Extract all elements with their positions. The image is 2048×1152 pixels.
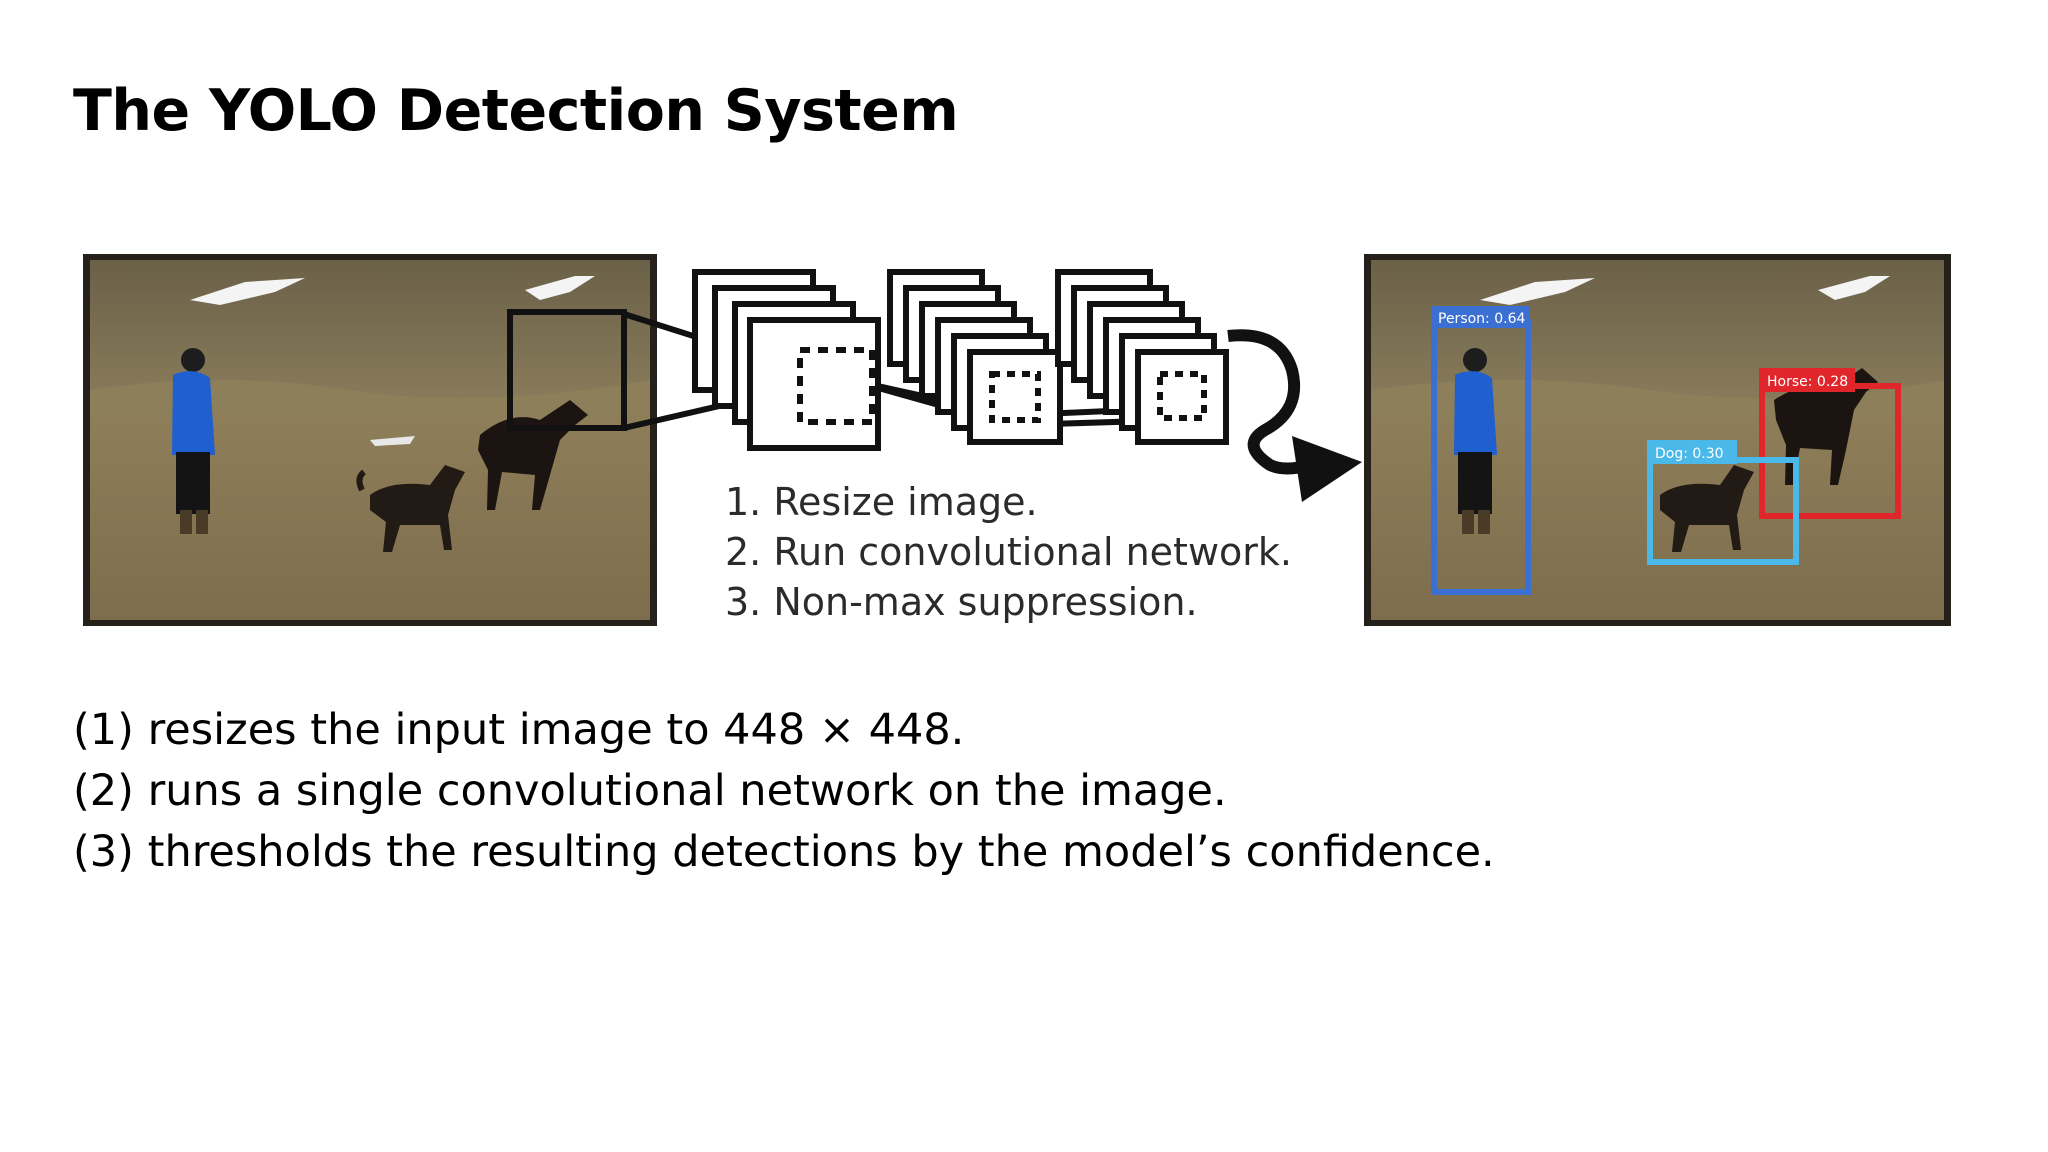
input-photo — [83, 254, 657, 626]
step-3: 3. Non-max suppression. — [725, 580, 1198, 624]
detection-horse-label: Horse: 0.28 — [1767, 374, 1848, 390]
step-2: 2. Run convolutional network. — [725, 530, 1292, 574]
dog-figure — [356, 465, 465, 552]
bullet-item-1: (1) resizes the input image to 448 × 448… — [73, 705, 965, 755]
page-title: The YOLO Detection System — [73, 78, 959, 144]
bullet-item-2: (2) runs a single convolutional network … — [73, 766, 1227, 816]
conv-stack-3 — [1055, 269, 1229, 445]
bullet-item-3: (3) thresholds the resulting detections … — [73, 827, 1495, 877]
person-figure — [172, 348, 215, 534]
detection-dog: Dog: 0.30 — [1647, 440, 1799, 565]
yolo-pipeline-figure: 1. Resize image. 2. Run convolutional ne… — [70, 240, 1980, 650]
conv-stack-1 — [692, 269, 881, 451]
detection-horse: Horse: 0.28 — [1759, 368, 1901, 519]
step-1: 1. Resize image. — [725, 480, 1038, 524]
bullet-list: (1) resizes the input image to 448 × 448… — [73, 700, 1873, 883]
pipeline-steps: 1. Resize image. 2. Run convolutional ne… — [725, 480, 1292, 624]
conv-stack-2 — [887, 269, 1063, 445]
detection-dog-label: Dog: 0.30 — [1655, 446, 1724, 462]
output-photo: Person: 0.64 Horse: 0.28 Dog: 0.30 — [1364, 254, 1951, 626]
detection-person-label: Person: 0.64 — [1438, 311, 1525, 327]
output-arrow — [1227, 329, 1362, 502]
detection-person: Person: 0.64 — [1431, 306, 1531, 595]
